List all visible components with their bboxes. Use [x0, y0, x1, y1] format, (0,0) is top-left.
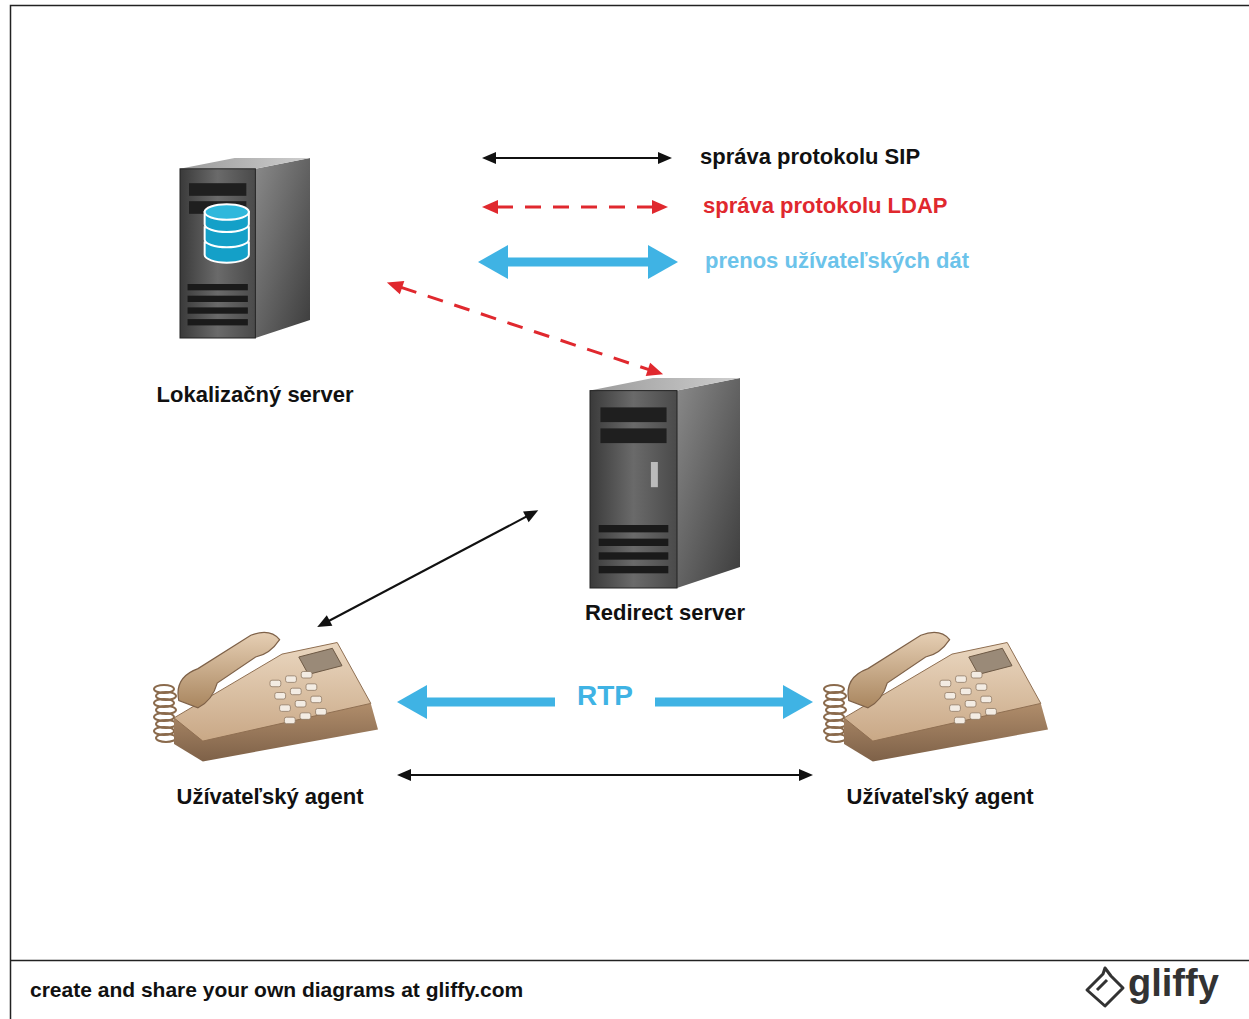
connector-line: [507, 258, 649, 267]
server-icon: [180, 158, 310, 338]
node-label: Užívateľský agent: [815, 784, 1065, 810]
arrowhead: [482, 152, 496, 164]
server-node: Redirect server: [540, 378, 790, 630]
arrowhead: [799, 769, 813, 781]
footer-note: create and share your own diagrams at gl…: [30, 978, 523, 1002]
arrowhead: [397, 685, 427, 719]
user-agent-node: Užívateľský agent: [815, 628, 1065, 813]
sip-connector: [317, 510, 538, 627]
arrowhead: [523, 510, 538, 522]
server-icon: [590, 378, 740, 588]
server-node: Lokalizačný server: [125, 158, 385, 414]
node-label: Užívateľský agent: [145, 784, 395, 810]
legend-sample: [478, 245, 678, 279]
arrowhead: [658, 152, 672, 164]
connector-line: [495, 157, 659, 159]
legend-text: správa protokolu LDAP: [703, 193, 947, 219]
phone-icon: [150, 628, 390, 773]
arrowhead: [397, 769, 411, 781]
sip-connector: [397, 769, 813, 781]
gliffy-logo-icon: [1087, 968, 1123, 1006]
arrowhead: [478, 245, 508, 279]
frame: [11, 6, 1249, 1019]
connector-line: [497, 206, 653, 209]
ldap-connector: [387, 281, 663, 376]
connector-line: [410, 774, 800, 776]
arrowhead: [648, 245, 678, 279]
phone-icon: [820, 628, 1060, 773]
node-label: Redirect server: [540, 600, 790, 626]
arrowhead: [482, 200, 498, 214]
legend-sample: [482, 152, 672, 164]
logo-text: gliffy: [1128, 962, 1219, 1005]
footer-rule: [10, 960, 1249, 962]
edge-label: RTP: [555, 680, 655, 712]
node-label: Lokalizačný server: [125, 382, 385, 408]
legend-sample: [482, 200, 668, 214]
arrowhead: [387, 281, 404, 294]
connector-line: [401, 287, 649, 369]
arrowhead: [317, 615, 332, 627]
user-agent-node: Užívateľský agent: [145, 628, 395, 813]
arrowhead: [783, 685, 813, 719]
legend-text: správa protokolu SIP: [700, 144, 920, 170]
connector-line: [329, 516, 527, 621]
legend-text: prenos užívateľských dát: [705, 248, 969, 274]
arrowhead: [646, 363, 663, 376]
arrowhead: [652, 200, 668, 214]
